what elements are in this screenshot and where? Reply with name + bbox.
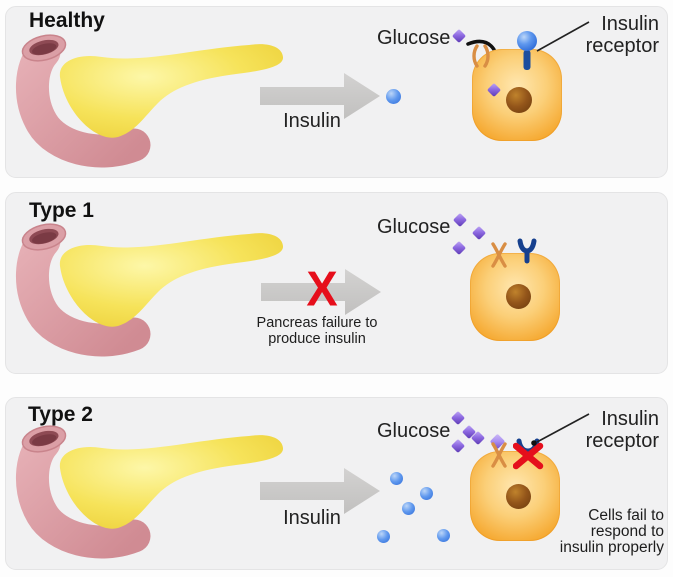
glucose-icon bbox=[451, 240, 467, 256]
nucleus-icon bbox=[506, 284, 531, 309]
cell-caption-line2: respond to bbox=[590, 523, 664, 540]
insulin-receptor-label: Insulin receptor bbox=[572, 408, 659, 452]
arrow-caption-line2: produce insulin bbox=[268, 331, 366, 347]
panel-title: Healthy bbox=[29, 9, 105, 32]
panel-title: Type 2 bbox=[28, 403, 93, 426]
insulin-receptor-bound-icon bbox=[517, 31, 537, 70]
insulin-receptor-label-line2: receptor bbox=[585, 430, 659, 452]
insulin-receptor-label: Insulin receptor bbox=[572, 13, 659, 57]
cell-caption: Cells fail to respond to insulin properl… bbox=[524, 508, 664, 556]
glucose-label: Glucose bbox=[377, 216, 451, 238]
insulin-icon bbox=[437, 529, 450, 542]
glucose-icon bbox=[471, 225, 487, 241]
insulin-receptor-blocked-icon bbox=[513, 438, 544, 470]
cell-caption-line1: Cells fail to bbox=[588, 507, 664, 524]
panel-title: Type 1 bbox=[29, 199, 94, 222]
failure-x-icon: X bbox=[306, 260, 338, 317]
flow-arrow-icon bbox=[260, 468, 380, 514]
cell-caption-line3: insulin properly bbox=[559, 539, 664, 556]
insulin-icon bbox=[386, 89, 401, 104]
pancreas-icon bbox=[14, 19, 289, 179]
glucose-icon bbox=[450, 438, 466, 454]
panel-type-1: Type 1 X Pancreas failure to produce ins… bbox=[5, 192, 668, 374]
receptor-callout-line bbox=[536, 21, 590, 52]
cell-icon bbox=[470, 253, 560, 341]
arrow-caption: Pancreas failure to produce insulin bbox=[244, 315, 390, 347]
insulin-icon bbox=[420, 487, 433, 500]
glucose-label: Glucose bbox=[377, 420, 451, 442]
arrow-caption-line1: Pancreas failure to bbox=[256, 315, 378, 331]
insulin-receptor-label-line1: Insulin bbox=[601, 408, 659, 430]
glucose-channel-closed-icon bbox=[491, 442, 507, 468]
glucose-channel-closed-icon bbox=[491, 242, 507, 268]
cell-icon bbox=[470, 451, 560, 541]
panel-type-2: Type 2 Insulin Glucose bbox=[5, 397, 668, 570]
pancreas-icon bbox=[14, 410, 289, 570]
insulin-receptor-label-line1: Insulin bbox=[601, 13, 659, 35]
panel-healthy: Healthy Insulin Glucose Insuli bbox=[5, 6, 668, 178]
insulin-receptor-label-line2: receptor bbox=[585, 35, 659, 57]
glucose-label: Glucose bbox=[377, 27, 451, 49]
flow-arrow-icon bbox=[261, 269, 381, 315]
insulin-label: Insulin bbox=[283, 110, 341, 132]
insulin-icon bbox=[377, 530, 390, 543]
flow-arrow-icon bbox=[260, 73, 380, 119]
insulin-icon bbox=[402, 502, 415, 515]
glucose-channel-open-icon bbox=[472, 44, 490, 68]
insulin-icon bbox=[390, 472, 403, 485]
blocked-x-icon bbox=[513, 442, 544, 470]
glucose-icon bbox=[452, 212, 468, 228]
nucleus-icon bbox=[506, 87, 532, 113]
receptor-callout-line bbox=[536, 413, 590, 443]
insulin-receptor-empty-icon bbox=[517, 238, 537, 264]
nucleus-icon bbox=[506, 484, 531, 509]
insulin-label: Insulin bbox=[283, 507, 341, 529]
glucose-icon bbox=[450, 410, 466, 426]
